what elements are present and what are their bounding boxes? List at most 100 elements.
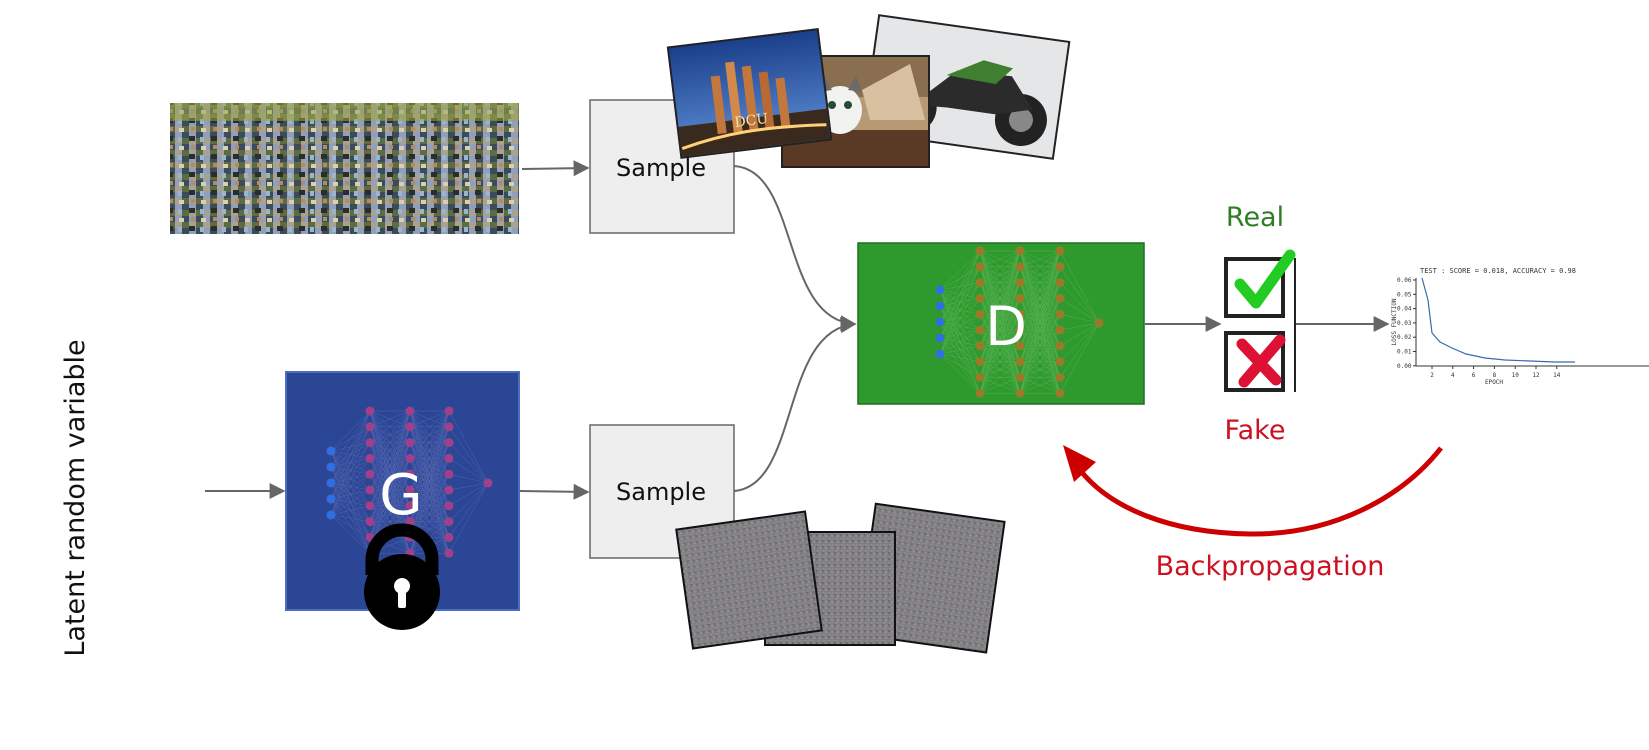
discriminator-node <box>975 388 985 398</box>
discriminator-node <box>1094 318 1104 328</box>
loss-ytick: 0.01 <box>1397 349 1412 356</box>
loss-xtick: 2 <box>1430 372 1434 379</box>
discriminator-node <box>1015 262 1025 272</box>
loss-xtick: 12 <box>1532 372 1540 379</box>
discriminator-node <box>975 325 985 335</box>
discriminator-node <box>935 317 945 327</box>
discriminator-node <box>975 357 985 367</box>
fake-label: Fake <box>1225 415 1286 446</box>
generator-node <box>444 406 454 416</box>
loss-curve <box>1421 277 1575 363</box>
discriminator-node <box>975 372 985 382</box>
dataset-mosaic <box>170 103 519 234</box>
arrow-dataset-to-sample <box>521 160 590 177</box>
generator-node <box>365 453 375 463</box>
generator-node <box>326 510 336 520</box>
photo-dcu: DCU <box>666 28 833 159</box>
generator-node <box>483 478 493 488</box>
discriminator-network: D <box>857 242 1145 405</box>
generator-node <box>405 469 415 479</box>
loss-xtick: 4 <box>1451 372 1455 379</box>
real-label: Real <box>1226 202 1284 233</box>
generator-label: G <box>379 463 422 528</box>
discriminator-node <box>1055 325 1065 335</box>
discriminator-node <box>975 293 985 303</box>
discriminator-node <box>1015 357 1025 367</box>
loss-ytick: 0.05 <box>1397 291 1412 298</box>
sample-bottom-label: Sample <box>616 478 706 506</box>
arrow-generator-to-sample <box>519 483 590 500</box>
discriminator-node <box>1055 293 1065 303</box>
generator-node <box>365 422 375 432</box>
discriminator-node <box>935 349 945 359</box>
loss-ytick: 0.02 <box>1397 334 1412 341</box>
generator-network: G <box>285 371 520 630</box>
loss-chart-title: TEST : SCORE = 0.018, ACCURACY = 0.98 <box>1420 267 1576 275</box>
photo-dcu-text: DCU <box>734 111 770 131</box>
loss-ylabel: LOSS FUNCTION <box>1391 298 1398 345</box>
generator-node <box>444 453 454 463</box>
discriminator-node <box>1055 357 1065 367</box>
discriminator-node <box>1055 262 1065 272</box>
generator-node <box>326 462 336 472</box>
discriminator-node <box>975 262 985 272</box>
generator-node <box>405 453 415 463</box>
loss-ytick: 0.06 <box>1397 277 1412 284</box>
generator-node <box>444 501 454 511</box>
generator-node <box>444 532 454 542</box>
generator-node <box>365 485 375 495</box>
loss-xtick: 10 <box>1512 372 1520 379</box>
discriminator-node <box>935 301 945 311</box>
generator-node <box>444 422 454 432</box>
discriminator-node <box>1015 278 1025 288</box>
discriminator-node <box>1015 293 1025 303</box>
arrow-sample-top-to-d <box>733 165 857 332</box>
generator-node <box>365 469 375 479</box>
generator-node <box>405 501 415 511</box>
arrow-sample-bottom-to-d <box>733 317 857 492</box>
discriminator-node <box>1055 341 1065 351</box>
discriminator-node <box>1015 372 1025 382</box>
generator-node <box>365 517 375 527</box>
loss-xtick: 6 <box>1472 372 1476 379</box>
discriminator-node <box>1055 278 1065 288</box>
loss-ytick: 0.03 <box>1397 320 1412 327</box>
generator-node <box>444 469 454 479</box>
generator-node <box>326 446 336 456</box>
loss-chart: TEST : SCORE = 0.018, ACCURACY = 0.98 0.… <box>1391 267 1649 386</box>
discriminator-node <box>1015 309 1025 319</box>
loss-ytick: 0.00 <box>1397 363 1412 370</box>
discriminator-node <box>1015 325 1025 335</box>
discriminator-node <box>1015 246 1025 256</box>
generator-node <box>326 478 336 488</box>
discriminator-node <box>975 341 985 351</box>
discriminator-node <box>1055 372 1065 382</box>
sample-box-top: Sample <box>589 99 735 234</box>
generator-node <box>444 485 454 495</box>
discriminator-node <box>1015 341 1025 351</box>
loss-xlabel: EPOCH <box>1485 379 1503 386</box>
backprop-label: Backpropagation <box>1156 551 1385 582</box>
discriminator-node <box>975 309 985 319</box>
generator-node <box>444 438 454 448</box>
generator-node <box>326 494 336 504</box>
discriminator-node <box>935 333 945 343</box>
discriminator-label: D <box>985 295 1027 358</box>
loss-xtick: 14 <box>1553 372 1561 379</box>
loss-xtick: 8 <box>1493 372 1497 379</box>
discriminator-node <box>1055 246 1065 256</box>
generator-node <box>444 517 454 527</box>
lock-icon <box>364 523 440 630</box>
check-icon <box>1224 249 1296 318</box>
loss-ytick: 0.04 <box>1397 306 1412 313</box>
generator-node <box>365 501 375 511</box>
discriminator-node <box>1055 309 1065 319</box>
sample-top-label: Sample <box>616 154 706 182</box>
generator-node <box>405 485 415 495</box>
noise-image-1 <box>675 510 823 650</box>
generator-node <box>365 438 375 448</box>
generator-node <box>405 406 415 416</box>
discriminator-node <box>935 285 945 295</box>
generator-node <box>405 422 415 432</box>
